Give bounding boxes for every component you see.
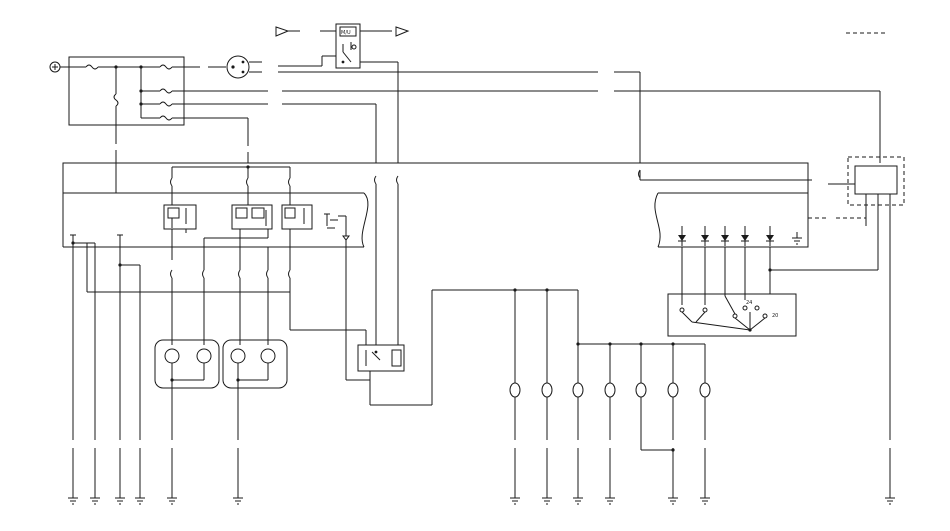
- control-unit: [62, 162, 809, 248]
- fuse-4: [159, 115, 173, 121]
- internal-ground-icon: [792, 232, 802, 245]
- ground-icon: [542, 430, 552, 505]
- diode-row: [678, 226, 774, 246]
- lamp-icon: [509, 382, 521, 398]
- lamp-icon: [604, 382, 616, 398]
- top-relay: M/U: [335, 23, 361, 69]
- lamp-icon: [572, 382, 584, 398]
- lamp-icon: [260, 348, 276, 364]
- diode-icon: [701, 235, 709, 241]
- ignition-switch: [226, 55, 250, 79]
- battery-terminal: [49, 61, 61, 73]
- lamp-icon: [667, 382, 679, 398]
- fuse-box: [68, 56, 185, 126]
- ground-icon: [700, 430, 710, 505]
- selector-switch: 24 20: [667, 293, 797, 337]
- ground-icon: [605, 430, 615, 505]
- fuse-2: [159, 88, 173, 94]
- lamp-icon: [699, 382, 711, 398]
- fuse-branch: [113, 93, 119, 107]
- ground-icon: [885, 448, 895, 505]
- diode-icon: [721, 235, 729, 241]
- lower-relay: [357, 344, 405, 372]
- ground-icon: [90, 430, 100, 505]
- arrow-right-icon: [395, 26, 410, 37]
- fuse-1: [159, 64, 173, 70]
- diode-icon: [766, 235, 774, 241]
- ground-icon: [510, 430, 520, 505]
- ground-icon: [115, 430, 125, 505]
- fuse-main: [85, 64, 99, 70]
- lamp-group-right: [222, 339, 288, 389]
- ground-icon: [167, 430, 177, 505]
- internal-relay-2: [231, 204, 273, 230]
- lamp-icon: [635, 382, 647, 398]
- ground-icon: [135, 430, 145, 505]
- switch-tag-24: 24: [746, 300, 752, 306]
- lamp-icon: [541, 382, 553, 398]
- switch-tag-20: 20: [772, 313, 778, 319]
- lamp-icon: [230, 348, 246, 364]
- lamp-group-left: [154, 339, 220, 389]
- diode-icon: [741, 235, 749, 241]
- internal-relay-3: [281, 204, 313, 230]
- ground-icon: [233, 430, 243, 505]
- arrow-left-icon: [275, 26, 290, 37]
- lamp-icon: [164, 348, 180, 364]
- lamp-icon: [196, 348, 212, 364]
- ground-row: [68, 430, 895, 505]
- ground-icon: [668, 430, 678, 505]
- internal-relay-1: [163, 204, 197, 230]
- module-tag: M/U: [341, 30, 351, 36]
- diode-icon: [678, 235, 686, 241]
- transistor-icon: [324, 213, 350, 241]
- lamp-row: [509, 382, 711, 398]
- sensor-module: [847, 156, 905, 206]
- ground-icon: [68, 430, 78, 505]
- fuse-3: [159, 101, 173, 107]
- ground-icon: [573, 430, 583, 505]
